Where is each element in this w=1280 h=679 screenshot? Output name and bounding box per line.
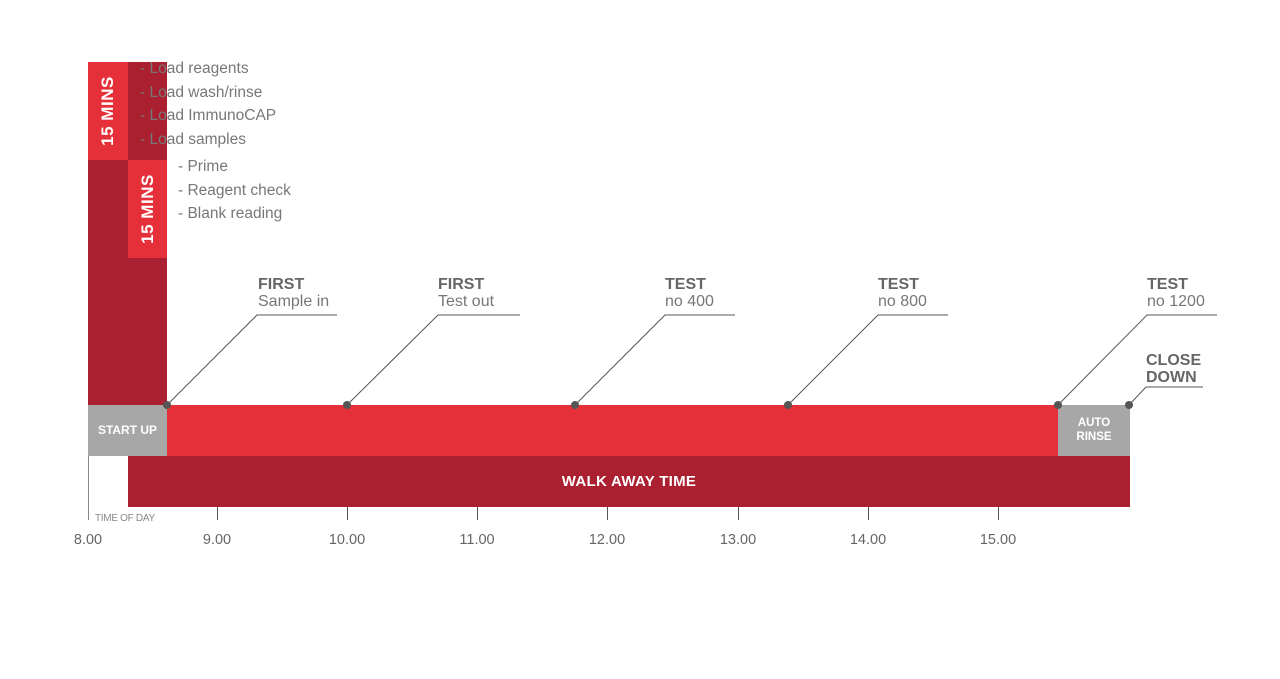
- axis-tick: [217, 507, 218, 520]
- auto-rinse-label: AUTO RINSE: [1058, 416, 1130, 444]
- axis-start-line: [88, 456, 89, 520]
- start-up-label: START UP: [97, 423, 158, 437]
- close-down-callout: CLOSE DOWN: [1146, 352, 1201, 386]
- task-item: - Reagent check: [178, 181, 291, 199]
- task-item: - Load samples: [140, 130, 246, 148]
- phase1-task-list: - Load reagents - Load wash/rinse - Load…: [140, 57, 276, 151]
- connector-line: [574, 314, 735, 406]
- axis-tick: [477, 507, 478, 520]
- axis-tick-label: 11.00: [459, 532, 495, 548]
- axis-tick: [738, 507, 739, 520]
- task-item: - Load reagents: [140, 60, 249, 77]
- milestone-title: TEST: [1147, 276, 1188, 293]
- auto-rinse-line1: AUTO: [1077, 417, 1111, 429]
- milestone-callout: FIRST Test out: [438, 276, 494, 310]
- milestone-subtitle: no 1200: [1147, 293, 1205, 310]
- milestone-callout: TEST no 1200: [1147, 276, 1205, 310]
- axis-tick-label: 15.00: [979, 532, 1017, 548]
- connector-line: [1128, 386, 1203, 406]
- milestone-title: FIRST: [438, 276, 485, 293]
- milestone-callout: FIRST Sample in: [258, 276, 329, 310]
- task-item: - Blank reading: [178, 205, 283, 222]
- axis-tick-label: 10.00: [328, 532, 366, 548]
- milestone-subtitle: no 400: [665, 293, 714, 310]
- walk-away-label: WALK AWAY TIME: [561, 473, 697, 490]
- phase2-duration: 15 MINS: [138, 174, 157, 244]
- auto-rinse-line2: RINSE: [1076, 431, 1112, 443]
- axis-tick-label: 13.00: [719, 532, 757, 548]
- milestone-subtitle: Sample in: [258, 293, 330, 310]
- milestone-title: TEST: [665, 276, 706, 293]
- phase1-block: 15 MINS: [88, 62, 128, 160]
- axis-tick-label: 12.00: [588, 532, 626, 548]
- phase1-duration: 15 MINS: [98, 76, 117, 146]
- milestone-title: FIRST: [258, 276, 305, 293]
- phase2-task-list: - Prime - Reagent check - Blank reading: [178, 155, 291, 226]
- milestone-subtitle: Test out: [438, 293, 495, 310]
- close-down-line2: DOWN: [1146, 369, 1197, 386]
- axis-tick: [868, 507, 869, 520]
- axis-tick-label: 14.00: [849, 532, 887, 548]
- run-bar: [167, 405, 1058, 456]
- milestone-callout: TEST no 400: [665, 276, 714, 310]
- task-item: - Load wash/rinse: [140, 83, 263, 101]
- time-of-day-label: TIME OF DAY: [95, 513, 155, 524]
- milestone-title: TEST: [878, 276, 919, 293]
- axis-tick: [607, 507, 608, 520]
- connector-line: [346, 314, 520, 406]
- axis-tick-label: 8.00: [73, 532, 103, 548]
- connector-line: [787, 314, 948, 406]
- auto-rinse-block: AUTO RINSE: [1058, 405, 1130, 456]
- walk-away-bar: WALK AWAY TIME: [128, 456, 1130, 507]
- phase2-block: 15 MINS: [128, 160, 167, 258]
- task-item: - Prime: [178, 158, 228, 175]
- axis-tick: [347, 507, 348, 520]
- milestone-subtitle: no 800: [878, 293, 927, 310]
- task-item: - Load ImmunoCAP: [140, 107, 277, 124]
- axis-tick-label: 9.00: [202, 532, 232, 548]
- close-down-line1: CLOSE: [1146, 352, 1202, 369]
- connector-line: [166, 314, 337, 406]
- axis-tick: [998, 507, 999, 520]
- start-up-block: START UP: [88, 405, 167, 456]
- milestone-callout: TEST no 800: [878, 276, 927, 310]
